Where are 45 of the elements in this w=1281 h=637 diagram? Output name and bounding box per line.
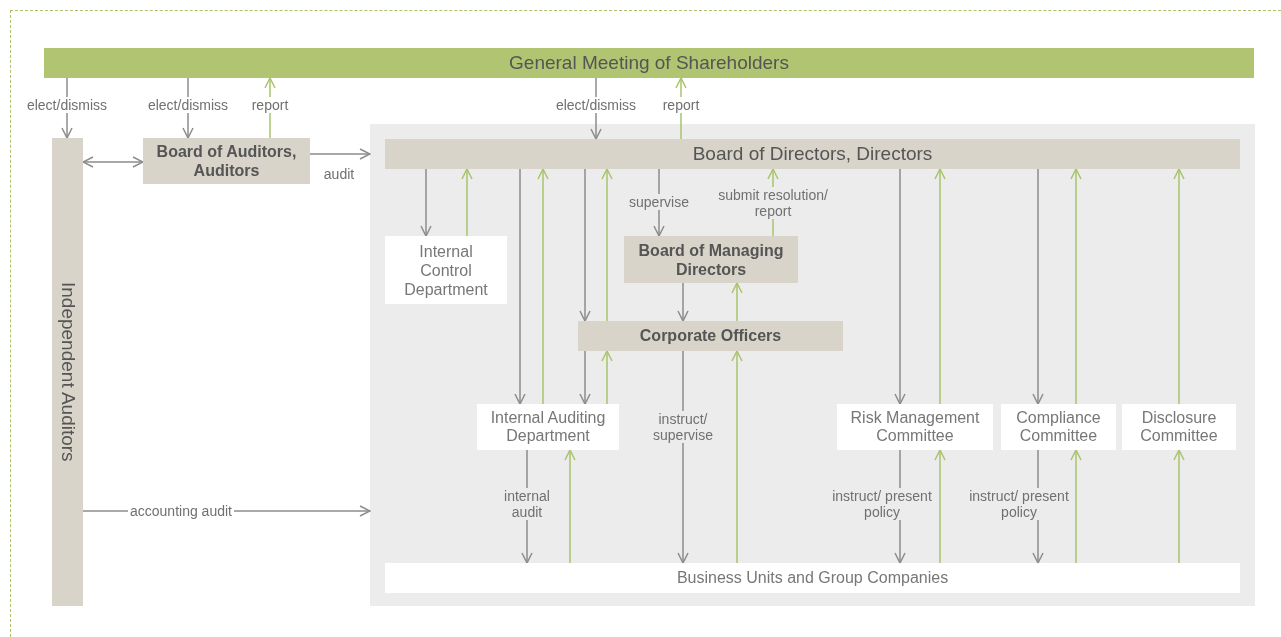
arrow — [731, 282, 743, 322]
arrow — [1070, 168, 1082, 405]
arrow — [677, 282, 689, 322]
arrow — [579, 168, 591, 322]
arrow — [1173, 449, 1185, 564]
edge-label: elect/dismiss — [553, 97, 639, 113]
edge-label: report — [249, 97, 291, 113]
arrow — [731, 350, 743, 564]
arrow — [1173, 168, 1185, 405]
arrow — [894, 168, 906, 405]
panel-background — [370, 124, 1255, 606]
arrow — [601, 350, 613, 405]
edge-label: supervise — [627, 194, 691, 210]
arrow — [1032, 168, 1044, 405]
arrow — [420, 168, 432, 237]
arrow — [82, 156, 144, 168]
arrow — [579, 350, 591, 405]
arrow — [309, 148, 371, 160]
process-box: Internal Auditing Department — [477, 404, 619, 450]
arrow — [934, 168, 946, 405]
edge-label: audit — [321, 166, 357, 182]
arrow — [461, 168, 473, 237]
process-box: Internal Control Department — [385, 236, 507, 304]
edge-label: report — [660, 97, 702, 113]
edge-label: elect/dismiss — [24, 97, 110, 113]
vertical-bar: Independent Auditors — [52, 138, 83, 606]
edge-label: instruct/ present policy — [830, 488, 934, 520]
arrow — [601, 168, 613, 322]
arrow — [537, 168, 549, 405]
band: General Meeting of Shareholders — [44, 48, 1254, 78]
process-box: Board of Auditors, Auditors — [143, 138, 310, 184]
process-box: Risk Management Committee — [837, 404, 993, 450]
process-box: Board of Managing Directors — [624, 236, 798, 283]
process-box: Corporate Officers — [578, 321, 843, 351]
arrow — [1070, 449, 1082, 564]
process-box: Disclosure Committee — [1122, 404, 1236, 450]
arrow — [934, 449, 946, 564]
band: Business Units and Group Companies — [385, 563, 1240, 593]
arrow — [514, 168, 526, 405]
process-box: Compliance Committee — [1001, 404, 1116, 450]
process-box: Board of Directors, Directors — [385, 139, 1240, 169]
edge-label: instruct/ present policy — [967, 488, 1071, 520]
arrow — [564, 449, 576, 564]
edge-label: elect/dismiss — [145, 97, 231, 113]
edge-label: accounting audit — [128, 503, 234, 519]
